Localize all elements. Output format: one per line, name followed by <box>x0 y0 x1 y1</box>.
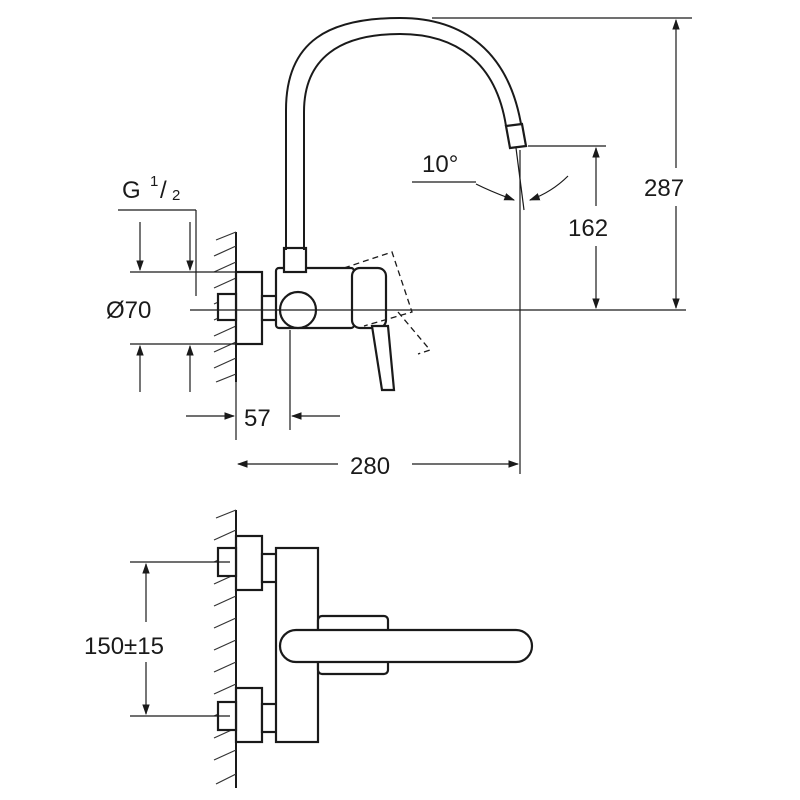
spout-angle-label: 10° <box>422 151 458 178</box>
total-height-dimension: 287 <box>432 17 692 310</box>
center-distance-dimension: 150±15 <box>84 561 230 717</box>
thread-g: G <box>122 177 141 204</box>
upper-connector <box>216 534 280 592</box>
wall-offset-dimension: 57 <box>186 330 340 440</box>
thread-label: G 1 / 2 <box>118 173 197 296</box>
diameter-dimension: Ø70 <box>106 222 236 392</box>
lower-connector <box>216 686 280 744</box>
spout-reach-label: 280 <box>350 453 390 480</box>
spout-reach-dimension: 280 <box>236 150 521 480</box>
top-view: 150±15 <box>84 509 534 788</box>
swan-spout <box>285 16 528 250</box>
side-view: Ø70 G 1 / 2 57 280 <box>106 16 692 480</box>
total-height-label: 287 <box>644 175 684 202</box>
mixer-bar <box>274 546 534 744</box>
center-distance-label: 150±15 <box>84 633 164 660</box>
spout-height-label: 162 <box>568 215 608 242</box>
thread-denominator: 2 <box>172 187 180 204</box>
mixer-body <box>274 246 432 392</box>
wall-offset-label: 57 <box>244 405 271 432</box>
spout-height-dimension: 162 <box>528 145 608 310</box>
thread-slash: / <box>160 177 167 204</box>
wall-rosette <box>216 270 280 346</box>
diameter-label: Ø70 <box>106 297 151 324</box>
thread-numerator: 1 <box>150 173 158 190</box>
spout-angle-dimension: 10° <box>412 147 569 211</box>
